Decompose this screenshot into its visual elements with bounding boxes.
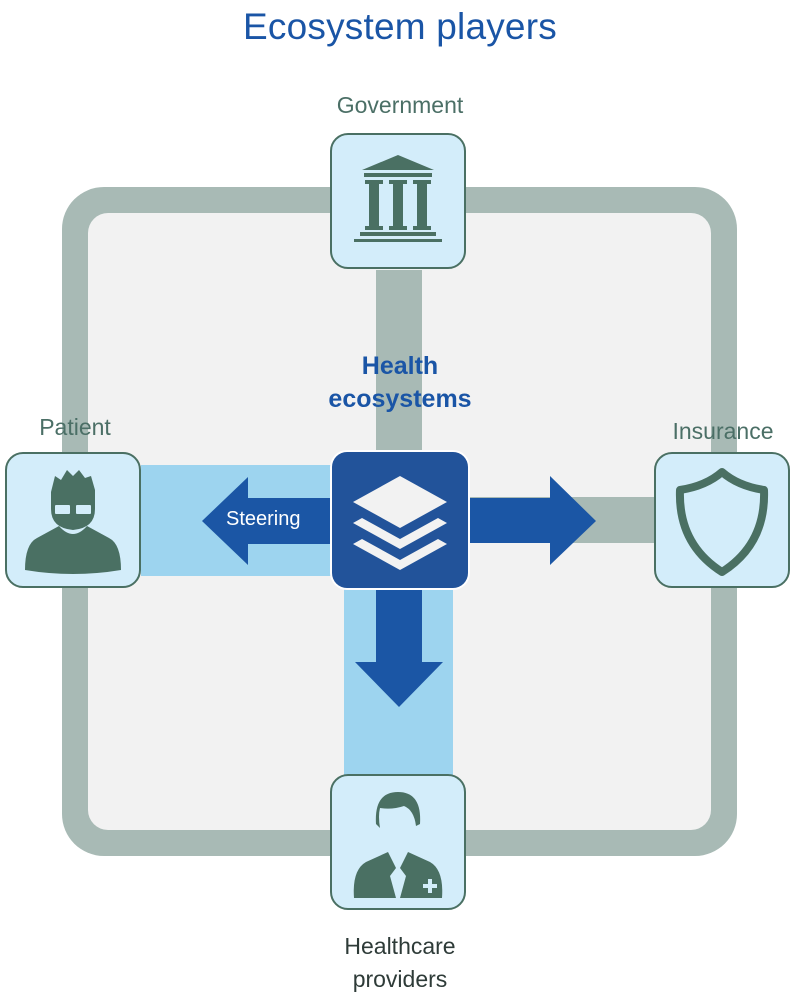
player-label-healthcare-line1: Healthcare [344, 933, 456, 959]
government-building-icon [354, 155, 442, 242]
player-label-government: Government [336, 92, 464, 118]
player-label-healthcare-line2: providers [352, 966, 448, 992]
arrow-down [355, 586, 443, 707]
player-node-insurance [654, 452, 790, 588]
arrow-label-steering: Steering [226, 508, 301, 530]
player-node-government [330, 133, 466, 269]
player-label-healthcare-providers: Healthcare providers [300, 930, 500, 996]
shield-icon [675, 468, 769, 576]
player-node-healthcare-providers [330, 774, 466, 910]
center-label: Health ecosystems [300, 350, 500, 416]
player-label-insurance: Insurance [672, 418, 774, 444]
arrow-right [466, 476, 596, 565]
health-ecosystem-node [332, 452, 468, 588]
center-label-line2: ecosystems [328, 385, 472, 413]
connector-top [376, 270, 422, 454]
doctor-icon [353, 792, 443, 898]
person-glasses-icon [25, 470, 121, 574]
diagram-title: Ecosystem players [243, 6, 557, 47]
layers-icon [353, 476, 447, 570]
player-label-patient: Patient [39, 414, 111, 440]
arrow-left [202, 477, 334, 565]
player-node-patient [5, 452, 141, 588]
center-label-line1: Health [361, 352, 439, 380]
